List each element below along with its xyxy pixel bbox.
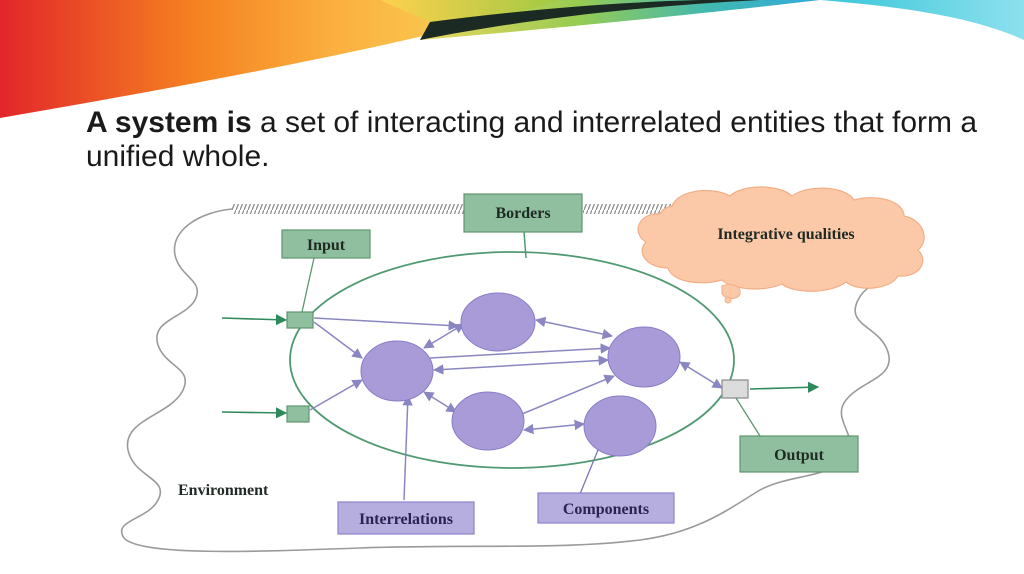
environment-label: Environment: [178, 482, 269, 499]
output-box: [739, 435, 859, 473]
borders-box: [463, 193, 583, 233]
borders-pointer: [523, 231, 527, 259]
input-box: [281, 229, 371, 259]
interrelations-pointer: [402, 394, 413, 501]
environment-outline: [120, 208, 914, 553]
components-label: Components: [563, 501, 649, 518]
input-port-bottom: [286, 405, 310, 423]
arrow-bottom-bottomright: [522, 419, 586, 435]
component-node-bottom: [451, 391, 525, 451]
component-node-right: [607, 326, 681, 388]
arrow-left-right: [432, 355, 610, 375]
spring-coil-right: [583, 204, 673, 214]
component-node-bottom-right: [583, 395, 657, 457]
integrative-qualities-label: Integrative qualities: [717, 226, 854, 243]
input-label-pointer: [301, 257, 315, 313]
input-arrow-top: [221, 314, 288, 326]
cloud-tail-bubble: [721, 283, 741, 299]
spring-coil-left: [232, 204, 468, 214]
input-label: Input: [307, 237, 346, 254]
cloud-callout-shape: [637, 186, 925, 292]
output-label-pointer: [735, 397, 761, 437]
arrow-input-to-top-node: [313, 317, 460, 331]
output-label: Output: [774, 447, 824, 464]
banner-dark-stripe: [420, 0, 760, 40]
header-banner: [0, 0, 1024, 118]
cloud-tail-dot: [724, 296, 732, 304]
components-box: [537, 492, 675, 524]
arrow-right-to-output: [679, 361, 723, 389]
interrelations-box: [337, 501, 475, 535]
banner-red-orange-stripe: [0, 0, 560, 118]
heading-definition: a set of interacting and interrelated en…: [86, 106, 978, 173]
arrow-bottom-input-to-left-node: [309, 379, 363, 411]
arrow-left-top: [423, 323, 465, 349]
output-arrow: [749, 381, 820, 393]
integrative-qualities-cloud: [637, 186, 925, 304]
arrow-bottom-to-right: [521, 374, 615, 415]
borders-label: Borders: [495, 205, 550, 222]
heading-lead: A system is: [86, 106, 252, 139]
component-node-left: [360, 340, 434, 402]
arrow-left-bottom: [423, 391, 457, 413]
output-port: [721, 379, 749, 399]
arrow-left-to-right-upper: [429, 343, 612, 359]
components-pointer: [579, 449, 599, 495]
component-node-top: [460, 292, 536, 352]
arrow-top-right: [534, 316, 614, 340]
interrelations-label: Interrelations: [359, 511, 453, 528]
banner-cyan-stripe: [820, 0, 1024, 40]
system-boundary-ellipse: [289, 251, 735, 469]
input-arrow-bottom: [221, 407, 288, 419]
slide-heading: A system is a set of interacting and int…: [86, 106, 986, 174]
input-port-top: [286, 311, 314, 329]
arrow-input-to-left-node: [313, 321, 363, 359]
banner-yellow-green-stripe: [380, 0, 820, 40]
